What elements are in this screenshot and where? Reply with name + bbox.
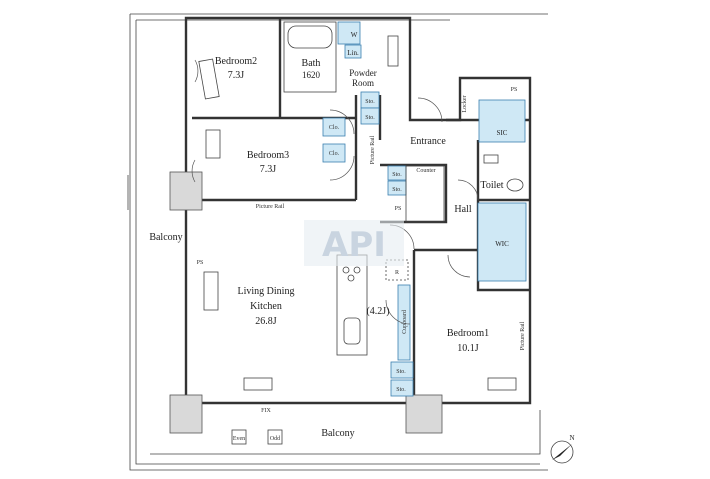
hall-label: Hall xyxy=(454,204,471,215)
ldk-line1: Living Dining xyxy=(238,286,295,297)
bedroom1-name: Bedroom1 xyxy=(447,328,489,339)
ps-label-top: PS xyxy=(511,87,518,93)
picture-rail-label-2: Picture Rail xyxy=(256,204,285,210)
sto-label-1: Sto. xyxy=(365,99,375,105)
counter-label: Counter xyxy=(416,168,435,174)
entrance-label: Entrance xyxy=(410,136,446,147)
north-arrow-icon xyxy=(552,444,572,460)
bath-name: Bath xyxy=(302,58,321,69)
ldk-size: 26.8J xyxy=(255,316,277,327)
bath-size: 1620 xyxy=(302,70,321,80)
fix-label: FIX xyxy=(261,408,271,414)
odd-label: Odd xyxy=(270,436,280,442)
bedroom3-name: Bedroom3 xyxy=(247,150,289,161)
exterior-walls xyxy=(184,16,532,405)
lin-label: Lin. xyxy=(347,49,359,57)
r-label: R xyxy=(395,270,399,276)
bedroom2-name: Bedroom2 xyxy=(215,56,257,67)
bathtub xyxy=(283,21,337,93)
watermark: API xyxy=(304,220,404,266)
sto-label-2: Sto. xyxy=(365,115,375,121)
watermark-text: API xyxy=(322,225,386,265)
toilet-label: Toilet xyxy=(480,180,503,191)
storage-labels: W Lin. Sto. Sto. Clo. Clo. Sto. Sto. Cou… xyxy=(197,31,518,393)
wic-label: WIC xyxy=(495,240,509,248)
clo-label-1: Clo. xyxy=(329,125,340,131)
storage-units xyxy=(322,21,527,397)
w-label: W xyxy=(351,31,358,39)
picture-rail-label-3: Picture Rail xyxy=(520,321,526,350)
pillars xyxy=(169,171,443,434)
balcony-railing xyxy=(127,13,548,471)
ps-label-entrance: PS xyxy=(395,206,402,212)
room-labels: Bedroom2 7.3J Bath 1620 Powder Room Bedr… xyxy=(215,56,504,354)
doors xyxy=(191,59,479,325)
balcony-label-left: Balcony xyxy=(149,232,182,243)
even-label: Even xyxy=(233,436,245,442)
powder-room-line1: Powder xyxy=(349,68,377,78)
sto-label-6: Sto. xyxy=(396,387,406,393)
cupboard-label: Cupboard xyxy=(402,310,408,334)
powder-room-line2: Room xyxy=(352,78,374,88)
bedroom2-size: 7.3J xyxy=(228,70,245,81)
north-label: N xyxy=(569,434,574,442)
clo-label-2: Clo. xyxy=(329,151,340,157)
bedroom1-size: 10.1J xyxy=(457,343,479,354)
sic-label: SIC xyxy=(497,129,508,137)
sto-label-3: Sto. xyxy=(392,172,402,178)
kitchen-size: (4.2J) xyxy=(366,306,389,317)
fixtures xyxy=(198,35,524,445)
picture-rail-label-1: Picture Rail xyxy=(370,135,376,164)
ps-label-balcony: PS xyxy=(197,260,204,266)
locker-label: Locker xyxy=(462,96,468,113)
north-arrow: N xyxy=(550,434,575,464)
balcony-label-bottom: Balcony xyxy=(321,428,354,439)
misc-labels: Picture Rail Picture Rail Picture Rail B… xyxy=(149,135,526,442)
sto-label-5: Sto. xyxy=(396,369,406,375)
bedroom3-size: 7.3J xyxy=(260,164,277,175)
ldk-line2: Kitchen xyxy=(250,301,282,312)
sto-label-4: Sto. xyxy=(392,187,402,193)
